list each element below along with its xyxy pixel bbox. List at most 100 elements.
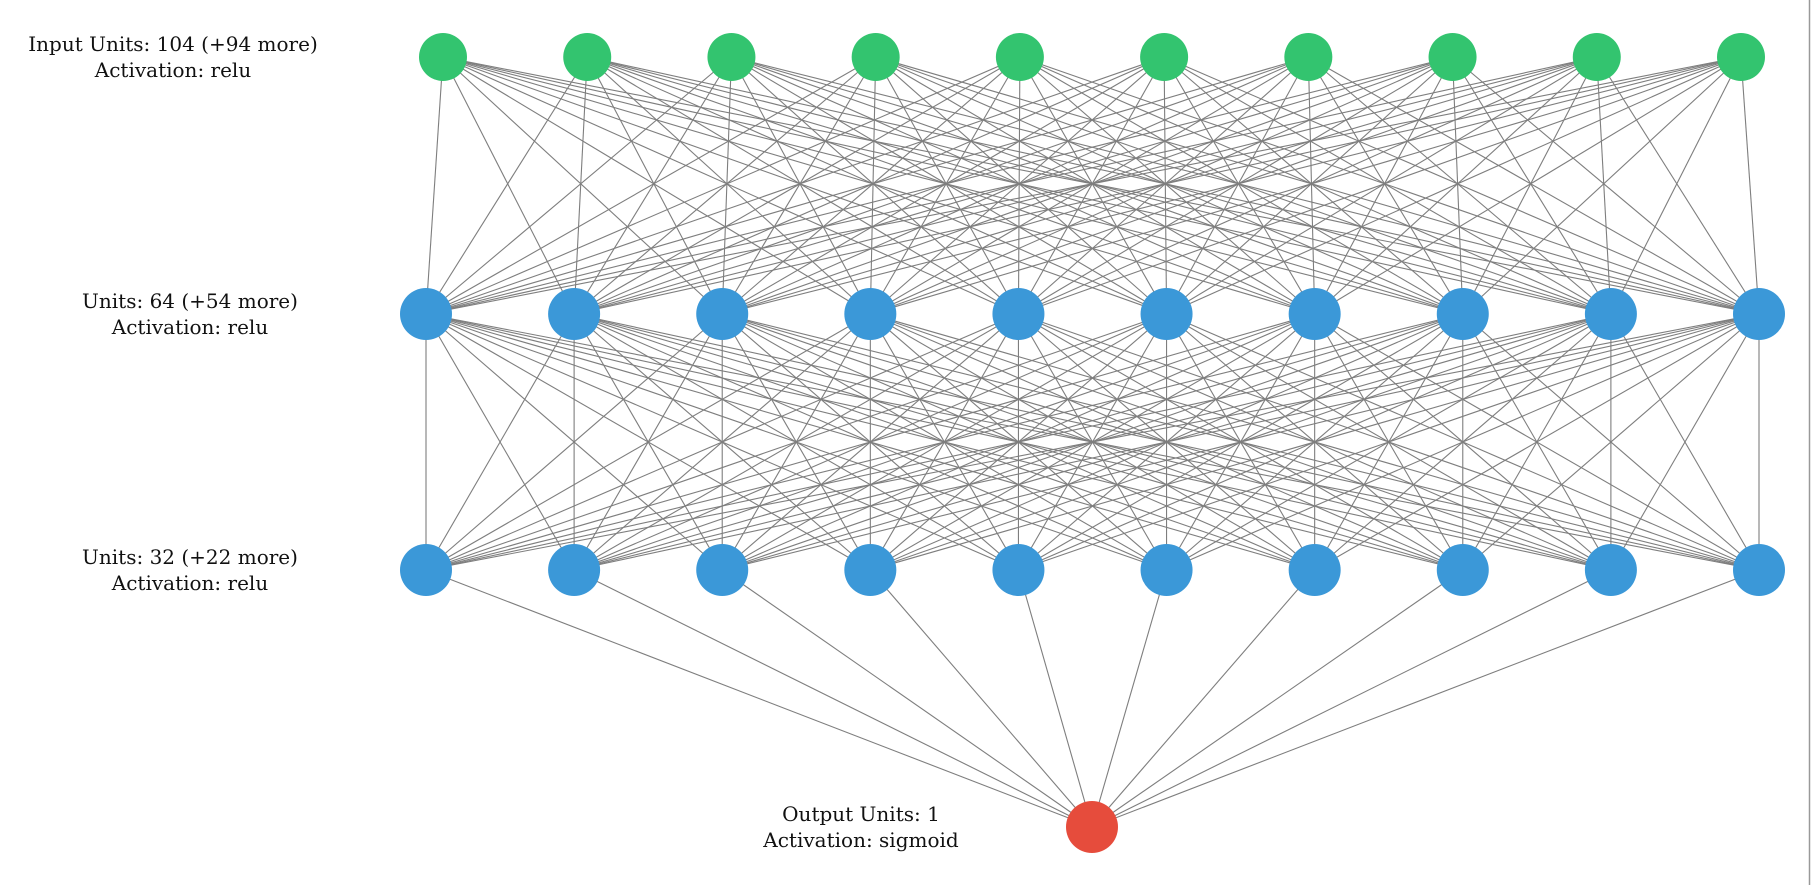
connection-line [1091, 569, 1316, 828]
connection-line [875, 56, 1019, 315]
input-neuron-node [1572, 33, 1621, 81]
connection-line [425, 56, 732, 315]
layer-units-text: Input Units: 104 (+94 more) [28, 32, 318, 56]
connection-line [1307, 56, 1612, 315]
input-neuron-node [419, 33, 467, 81]
connection-line [1018, 56, 1453, 315]
connection-line [1596, 56, 1760, 315]
connection-line [1307, 56, 1316, 315]
input-neuron-node [1140, 33, 1189, 81]
connection-line [1018, 56, 1309, 315]
layer-nodes-output [1066, 801, 1118, 853]
connection-line [722, 56, 1742, 315]
connection-line [1166, 56, 1598, 315]
layer-label-output: Output Units: 1 Activation: sigmoid [763, 801, 958, 853]
connection-line [1452, 56, 1464, 315]
connection-line [425, 313, 723, 571]
connection-line [1166, 313, 1760, 571]
input-neuron-node [707, 33, 756, 81]
layer-label-input: Input Units: 104 (+94 more) Activation: … [28, 31, 318, 83]
connection-line [721, 569, 1093, 828]
connection-line [870, 56, 1309, 315]
dense-64-neuron-node [844, 288, 897, 340]
connection-line [586, 56, 1167, 315]
connection-line [1018, 56, 1742, 315]
connection-line [1019, 56, 1760, 315]
dense-32-neuron-node [400, 544, 452, 596]
dense-32-neuron-node [548, 544, 601, 596]
dense-64-neuron-node [696, 288, 749, 340]
layer-units-text: Units: 32 (+22 more) [82, 545, 298, 569]
connection-line [587, 56, 1463, 315]
connection-line [1452, 56, 1612, 315]
connection-line [1017, 569, 1093, 828]
dense-32-neuron-node [696, 544, 749, 596]
input-neuron-node [563, 33, 612, 81]
output-neuron-node [1066, 801, 1118, 853]
connection-line [425, 569, 1093, 828]
connection-line [1163, 56, 1316, 315]
dense-64-neuron-node [1140, 288, 1193, 340]
connection-line [1314, 56, 1454, 315]
layer-label-dense-64: Units: 64 (+54 more) Activation: relu [82, 288, 298, 340]
connection-line [1017, 56, 1021, 315]
connection-line [586, 56, 723, 315]
connection-line [425, 56, 444, 315]
input-neuron-node [1428, 33, 1477, 81]
connection-line [731, 56, 1315, 315]
dense-64-neuron-node [1584, 288, 1637, 340]
connection-line [1163, 56, 1760, 315]
connection-line [1018, 56, 1598, 315]
connection-line [425, 56, 1597, 315]
connection-line [425, 56, 1309, 315]
connection-line [573, 569, 1093, 828]
input-neuron-node [1717, 33, 1765, 81]
input-neuron-node [851, 33, 900, 81]
connection-line [442, 56, 1315, 315]
dense-32-neuron-node [992, 544, 1045, 596]
connection-line [721, 56, 732, 315]
connection-line [573, 56, 1742, 315]
connection-lines [425, 56, 1760, 828]
connection-line [425, 313, 1167, 571]
connection-line [573, 313, 1760, 571]
connection-line [1314, 56, 1598, 315]
connection-line [442, 56, 1167, 315]
connection-line [1166, 56, 1742, 315]
connection-line [869, 56, 1021, 315]
connection-line [425, 313, 871, 571]
connection-line [721, 56, 1165, 315]
connection-line [425, 56, 1742, 315]
connection-line [1740, 56, 1760, 315]
connection-line [1610, 56, 1742, 315]
connection-line [1091, 569, 1612, 828]
connection-line [1019, 56, 1316, 315]
connection-line [869, 56, 1165, 315]
connection-line [573, 56, 588, 315]
connection-line [1596, 56, 1612, 315]
connection-line [1462, 56, 1598, 315]
layer-units-text: Units: 64 (+54 more) [82, 289, 298, 313]
connection-line [1462, 56, 1742, 315]
connection-line [1163, 56, 1464, 315]
layer-label-dense-32: Units: 32 (+22 more) Activation: relu [82, 544, 298, 596]
layer-activation-text: Activation: relu [111, 571, 269, 595]
dense-32-neuron-node [844, 544, 897, 596]
connection-line [1163, 56, 1612, 315]
layer-activation-text: Activation: sigmoid [763, 828, 959, 852]
connection-line [442, 56, 723, 315]
layer-activation-text: Activation: relu [94, 58, 252, 82]
connection-line [1019, 56, 1612, 315]
connection-line [870, 56, 1742, 315]
connection-line [875, 56, 1612, 315]
connection-line [425, 313, 1463, 571]
connection-line [869, 56, 877, 315]
connection-line [722, 313, 1760, 571]
connection-line [1307, 56, 1464, 315]
dense-32-neuron-node [1436, 544, 1489, 596]
connection-line [573, 56, 1021, 315]
connection-line [425, 56, 1165, 315]
layer-activation-text: Activation: relu [111, 315, 269, 339]
